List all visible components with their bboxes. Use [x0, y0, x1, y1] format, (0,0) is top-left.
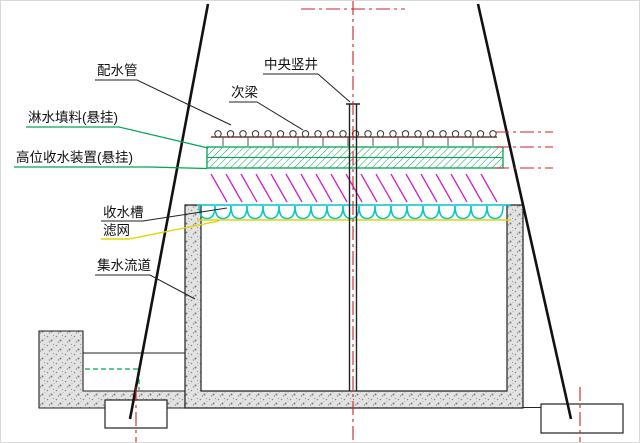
tower-shell-left [128, 3, 210, 420]
label-collection-trough: 收水槽 [103, 205, 144, 220]
pipe-circle [239, 130, 247, 138]
collection-trough-u [278, 205, 296, 220]
collector-slat [225, 173, 243, 203]
collector-slat [345, 173, 363, 203]
collection-trough-u [230, 205, 248, 220]
collector-slat [435, 173, 453, 203]
left-outlet-structure [38, 330, 186, 409]
collector-slat [210, 173, 228, 203]
collector-slat [315, 173, 333, 203]
pipe-circle [489, 130, 497, 138]
collection-trough-u [422, 205, 440, 220]
pipe-circle [226, 130, 235, 138]
pipe-circle [426, 130, 435, 138]
label-collection-channel: 集水流道 [97, 258, 151, 273]
collection-trough-u [326, 205, 344, 220]
pipe-circle [464, 130, 472, 138]
collector-slat [390, 173, 408, 203]
collector-slat [240, 173, 258, 203]
pipe-circle [476, 130, 485, 138]
pipe-circle [276, 130, 285, 138]
pipe-circle [314, 130, 322, 138]
pipe-circle [289, 130, 297, 138]
level-reference-lines [495, 131, 553, 169]
collection-trough-u [310, 205, 328, 220]
leader-collection-trough [101, 207, 228, 222]
collection-trough-u [342, 205, 360, 220]
collector-slat [330, 173, 348, 203]
collector-slat [405, 173, 423, 203]
collection-trough-u [358, 205, 376, 220]
pipe-circle [251, 130, 260, 138]
collection-trough-u [470, 205, 488, 220]
right-foundation-pad [540, 403, 624, 434]
label-fill-material: 淋水填料(悬挂) [28, 110, 118, 125]
leader-secondary-beam [229, 101, 304, 131]
collector-slat [360, 173, 378, 203]
collection-trough-u [390, 205, 408, 220]
pipe-circle [414, 130, 422, 138]
collection-trough-u [262, 205, 280, 220]
collection-trough-u [294, 205, 312, 220]
distribution-pipe-gallery [211, 130, 497, 146]
label-filter-screen: 滤网 [103, 223, 130, 238]
collection-trough-u [406, 205, 424, 220]
collector-slat [300, 173, 318, 203]
collection-trough-u [246, 205, 264, 220]
collection-trough-u [438, 205, 456, 220]
label-secondary-beam: 次梁 [231, 85, 258, 100]
collector-slat [450, 173, 468, 203]
leader-distribution-pipe [95, 79, 232, 126]
collection-trough-row [197, 204, 511, 220]
pipe-circle [339, 130, 347, 138]
pipe-circle [451, 130, 460, 138]
high-level-collector-slats [210, 173, 498, 203]
collector-slat [375, 173, 393, 203]
pipe-circle [264, 130, 272, 138]
collection-trough-u [486, 205, 504, 220]
pipe-circle [326, 130, 335, 138]
leader-high-level-collector [14, 166, 208, 170]
collection-trough-u [374, 205, 392, 220]
label-high-level-collector: 高位收水装置(悬挂) [16, 149, 133, 165]
collector-slat [420, 173, 438, 203]
pipe-circle [389, 130, 397, 138]
pipe-circle [401, 130, 410, 138]
labels: 配水管 中央竖井 次梁 淋水填料(悬挂) 高位收水装置(悬挂) 收水槽 滤网 集… [16, 57, 318, 273]
leader-filter-screen [101, 220, 220, 240]
collection-trough-u [214, 205, 232, 220]
basin-walls-and-slab [184, 204, 524, 409]
fill-material-band [206, 146, 504, 169]
pipe-circle [364, 130, 372, 138]
collector-slat [270, 173, 288, 203]
label-central-shaft: 中央竖井 [264, 57, 318, 72]
tower-shell-right [476, 3, 573, 420]
leader-central-shaft [263, 73, 351, 103]
pipe-circle [214, 130, 222, 138]
collection-trough-u [454, 205, 472, 220]
pipe-circle [439, 130, 447, 138]
collector-slat [465, 173, 483, 203]
label-distribution-pipe: 配水管 [97, 63, 138, 78]
collector-slat [255, 173, 273, 203]
centerlines [135, 1, 581, 442]
leader-lines [14, 73, 351, 300]
collector-slat [285, 173, 303, 203]
hidden-channel-dashed-line [85, 368, 140, 390]
collector-slat [480, 173, 498, 203]
pipe-circle [301, 130, 310, 138]
leader-collection-channel [95, 274, 196, 300]
leader-fill-material [26, 126, 209, 149]
pipe-circle [376, 130, 385, 138]
